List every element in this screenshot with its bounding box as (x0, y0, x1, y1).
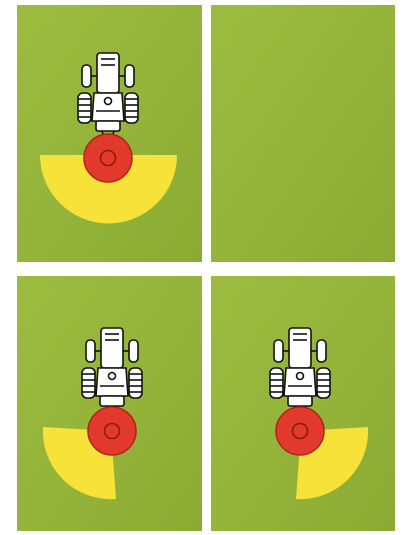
panel-centered-spread (17, 5, 202, 262)
grass-field (211, 5, 395, 262)
panel-right-spread (211, 276, 395, 531)
spread-pattern-centered (40, 155, 177, 224)
spreader-disc-icon (87, 406, 137, 456)
spreader-disc-icon (275, 406, 325, 456)
field-scene (17, 276, 202, 531)
panel-left-spread (17, 276, 202, 531)
panel-empty-field (211, 5, 395, 262)
field-scene (17, 5, 202, 262)
field-scene (211, 5, 395, 262)
spreader-disc-icon (83, 133, 133, 183)
field-scene (211, 276, 395, 531)
